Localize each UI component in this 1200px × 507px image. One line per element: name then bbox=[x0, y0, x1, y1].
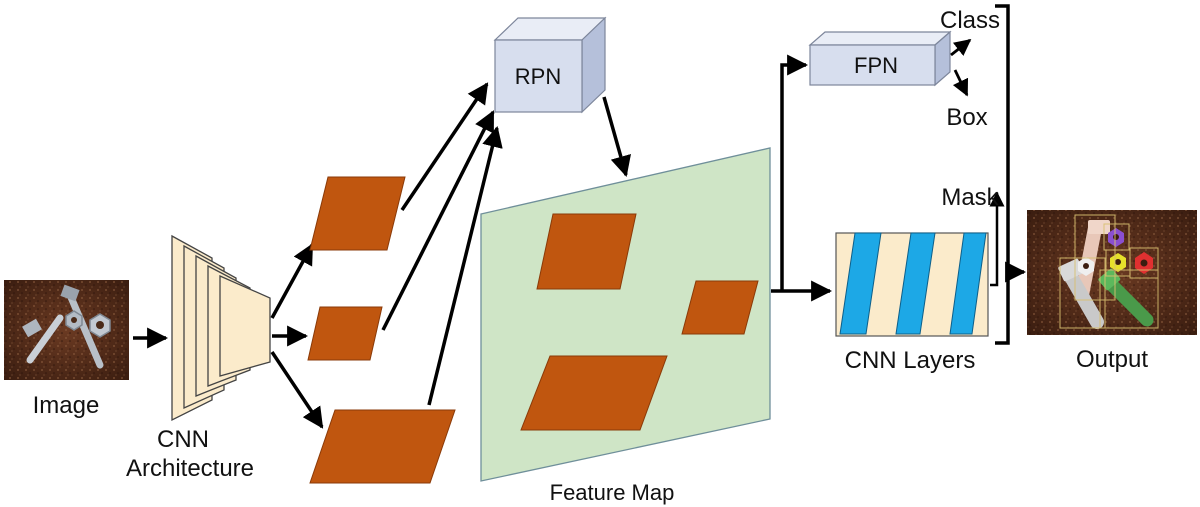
fpn-label: FPN bbox=[854, 53, 898, 78]
arrow-fpn-to-box bbox=[952, 69, 969, 97]
arrow-cnn-to-region-top bbox=[270, 243, 314, 319]
arrow-region-bottom-to-rpn bbox=[427, 125, 503, 406]
cnn-layer-3 bbox=[949, 232, 987, 335]
arrow-cnn-to-region-bottom bbox=[270, 351, 324, 429]
feature-map bbox=[480, 147, 771, 482]
rpn-box bbox=[493, 16, 607, 114]
region-proposal-top bbox=[309, 176, 406, 251]
fpn-box bbox=[808, 30, 952, 87]
cnn-layers-block bbox=[835, 232, 989, 337]
region-proposal-bottom bbox=[309, 409, 456, 484]
class-label: Class bbox=[940, 7, 1000, 34]
input-image bbox=[4, 280, 129, 380]
feature-map-roi-1 bbox=[536, 213, 637, 290]
box-label: Box bbox=[946, 104, 987, 131]
arrow-cnn-layers-to-mask bbox=[989, 191, 1005, 287]
feature-map-label: Feature Map bbox=[550, 480, 675, 505]
cnn-layer-1 bbox=[839, 232, 882, 335]
arrow-fpn-to-class bbox=[950, 38, 972, 57]
arrow-rpn-to-feature-map bbox=[602, 96, 631, 178]
cnn-architecture-label-line2: Architecture bbox=[126, 455, 254, 482]
region-proposal-mid bbox=[307, 306, 383, 361]
arrow-region-mid-to-rpn bbox=[381, 110, 495, 331]
segmented-objects bbox=[1058, 214, 1159, 329]
region-proposals bbox=[307, 176, 456, 484]
output-bracket bbox=[995, 4, 1010, 345]
cnn-architecture-block bbox=[171, 234, 271, 422]
arrow-feature-map-to-fpn bbox=[780, 54, 809, 291]
feature-map-roi-3 bbox=[520, 355, 668, 431]
mask-label: Mask bbox=[941, 184, 999, 211]
bolt-nut-photo bbox=[22, 284, 111, 369]
arrow-region-top-to-rpn bbox=[400, 82, 489, 211]
cnn-layers-label: CNN Layers bbox=[845, 347, 976, 374]
feature-map-roi-2 bbox=[681, 280, 759, 335]
image-label: Image bbox=[33, 392, 100, 419]
cnn-layer-2 bbox=[895, 232, 936, 335]
output-label: Output bbox=[1076, 346, 1148, 373]
rpn-label: RPN bbox=[515, 64, 561, 89]
output-image bbox=[1027, 210, 1197, 335]
cnn-architecture-label-line1: CNN bbox=[157, 426, 209, 453]
